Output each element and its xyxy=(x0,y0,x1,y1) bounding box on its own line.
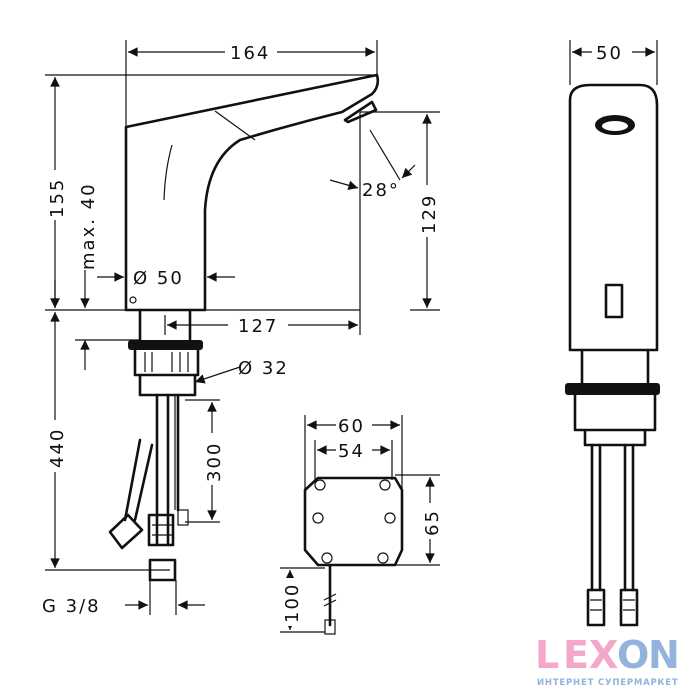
dim-thread-g38: G 3/8 xyxy=(42,596,101,617)
dim-54: 54 xyxy=(338,441,365,462)
logo-letter-e: E xyxy=(563,633,589,677)
dim-max-40: max. 40 xyxy=(78,182,99,270)
logo-tagline: ИНТЕРНЕТ СУПЕРМАРКЕТ xyxy=(537,678,679,688)
dim-155: 155 xyxy=(47,178,68,218)
dim-side-50: 50 xyxy=(596,43,623,64)
control-box xyxy=(280,415,440,635)
logo-letter-n: N xyxy=(648,633,680,677)
faucet-front-view xyxy=(108,73,380,582)
logo-letter-o: O xyxy=(617,633,649,677)
dim-164: 164 xyxy=(230,43,270,64)
dim-65: 65 xyxy=(422,509,443,536)
dim-300: 300 xyxy=(204,442,225,482)
dim-127: 127 xyxy=(238,316,278,337)
logo-letter-l: L xyxy=(535,633,559,677)
logo-letter-x: X xyxy=(589,633,618,677)
lexon-logo: L E X O N ИНТЕРНЕТ СУПЕРМАРКЕТ xyxy=(535,633,680,688)
dim-diameter-32: Ø 32 xyxy=(238,358,289,379)
faucet-side-view xyxy=(565,40,660,627)
dim-440: 440 xyxy=(47,428,68,468)
dim-diameter-50: Ø 50 xyxy=(133,268,184,289)
dim-100: 100 xyxy=(282,583,303,623)
dim-60: 60 xyxy=(338,416,365,437)
dim-angle-28: 28° xyxy=(362,180,400,201)
dim-129: 129 xyxy=(419,194,440,234)
dimension-lines xyxy=(45,40,440,615)
